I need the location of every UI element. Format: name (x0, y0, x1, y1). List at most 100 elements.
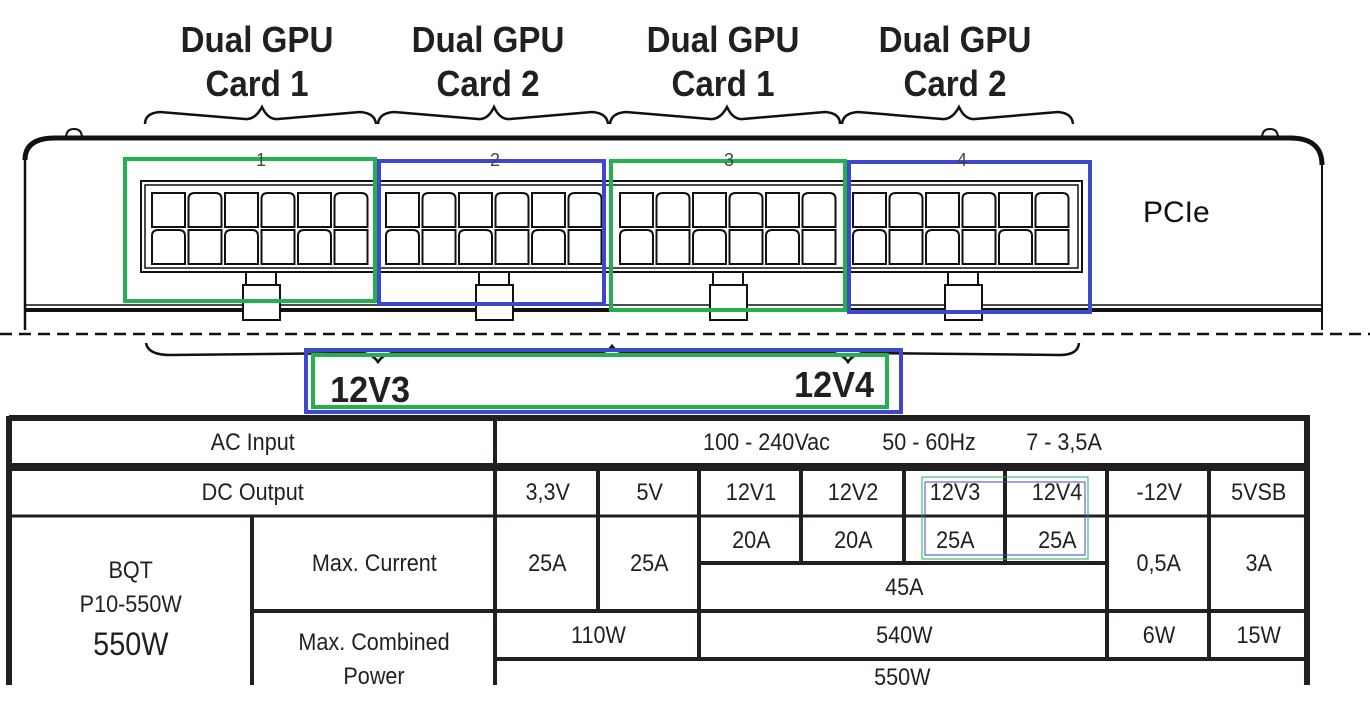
max-current-12v1: 20A (731, 526, 771, 554)
max-current-3v3: 25A (528, 550, 567, 577)
max-current-12v2: 20A (834, 526, 873, 554)
pin-cell (1034, 192, 1070, 228)
power-12v: 540W (875, 621, 933, 649)
ac-frequency: 50 - 60Hz (882, 429, 977, 456)
rail-label-12v4: 12V4 (794, 364, 874, 405)
dc-output-label: DC Output (201, 478, 304, 506)
pin-cell (187, 192, 223, 228)
ac-current: 7 - 3,5A (1025, 429, 1102, 456)
max-current-5vsb: 3A (1245, 550, 1272, 577)
pin-cell (531, 229, 566, 265)
pin-cell (925, 229, 960, 265)
highlight-port-1 (123, 157, 377, 303)
pin-cell (421, 192, 457, 228)
pin-cell (260, 192, 296, 228)
pin-cell (925, 192, 960, 228)
pin-cell (961, 229, 997, 265)
dc-rail-5vsb: 5VSB (1230, 478, 1287, 506)
pin-cell (297, 192, 332, 228)
pin-cell (801, 192, 837, 228)
port-number-3: 3 (723, 150, 734, 170)
max-current-neg12v: 0,5A (1136, 550, 1182, 577)
pin-cell (458, 192, 493, 228)
model-info: BQT P10-550W 550W (12, 550, 250, 670)
dc-rail-5v: 5V (636, 478, 663, 506)
table-highlight-outer (921, 476, 1089, 560)
group-label-line2: Card 1 (671, 63, 775, 104)
pin-cell (333, 229, 369, 265)
group-label-line1: Dual GPU (878, 19, 1032, 60)
power-3v3-5v: 110W (570, 621, 626, 649)
port-number-4: 4 (956, 150, 967, 170)
dc-rail-3v3: 3,3V (525, 478, 570, 506)
highlight-port-3 (609, 159, 847, 312)
brace-top-4 (840, 104, 1075, 125)
pin-cell (333, 192, 369, 228)
power-neg12v: 6W (1142, 621, 1176, 649)
ac-voltage: 100 - 240Vac (703, 429, 831, 456)
max-current-12v4: 25A (1037, 526, 1077, 554)
pin-cell (852, 229, 887, 265)
max-current-12v-combined: 45A (884, 573, 924, 601)
group-label-line1: Dual GPU (180, 19, 334, 60)
model-name: P10-550W (79, 591, 183, 618)
psu-diagram (0, 104, 1370, 685)
pin-cell (531, 192, 566, 228)
pin-cell (151, 192, 186, 228)
pin-cell (765, 229, 800, 265)
pin-cell (852, 192, 887, 228)
pcie-label: PCIe (1143, 196, 1210, 229)
pin-cell (692, 229, 727, 265)
group-label-2: Dual GPU Card 2 (387, 18, 589, 106)
dc-rail-12v1: 12V1 (725, 478, 777, 506)
max-combined-power-label: Max. Combined Power (254, 626, 494, 706)
pin-cell (888, 192, 924, 228)
pin-cell (728, 229, 764, 265)
spec-table-grid (6, 415, 1310, 685)
group-label-line2: Card 2 (436, 63, 540, 104)
max-current-label: Max. Current (311, 550, 437, 577)
group-label-line1: Dual GPU (646, 19, 800, 60)
pin-cell (421, 229, 457, 265)
pin-cell (260, 229, 296, 265)
pin-cell (655, 229, 691, 265)
pin-cell (458, 229, 493, 265)
highlight-port-2 (377, 159, 606, 306)
pin-cell (385, 229, 420, 265)
brace-bottom (144, 342, 1081, 365)
pin-cell (801, 229, 837, 265)
table-highlight-inner (924, 481, 1086, 556)
pin-cell (998, 192, 1033, 228)
pin-cell (567, 229, 603, 265)
dc-rail-neg12v: -12V (1136, 478, 1182, 506)
brace-top-3 (608, 104, 842, 125)
pin-cell (567, 192, 603, 228)
pin-cell (888, 229, 924, 265)
pin-cell (187, 229, 223, 265)
pin-cell (1034, 229, 1070, 265)
dc-rail-12v3: 12V3 (930, 478, 981, 506)
max-current-5v: 25A (630, 550, 669, 577)
dc-rail-12v2: 12V2 (828, 478, 879, 506)
highlight-port-4 (847, 160, 1092, 314)
group-label-3: Dual GPU Card 1 (622, 18, 824, 106)
pin-cell (224, 229, 259, 265)
model-wattage: 550W (93, 626, 169, 662)
latch (709, 284, 748, 321)
model-brand: BQT (108, 557, 154, 584)
brace-top-2 (376, 104, 610, 125)
pin-cell (692, 192, 727, 228)
pin-cell (385, 192, 420, 228)
pin-cell (619, 192, 654, 228)
pin-cell (961, 192, 997, 228)
pin-cell (224, 192, 259, 228)
label-line1: Max. Combined (298, 629, 450, 656)
pin-cell (998, 229, 1033, 265)
pin-cell (655, 192, 691, 228)
pin-cell (619, 229, 654, 265)
group-label-1: Dual GPU Card 1 (156, 18, 358, 106)
ac-input-label: AC Input (210, 429, 295, 456)
ac-input-values: 100 - 240Vac 50 - 60Hz 7 - 3,5A (498, 421, 1304, 465)
group-label-line1: Dual GPU (411, 19, 565, 60)
pin-cell (765, 192, 800, 228)
